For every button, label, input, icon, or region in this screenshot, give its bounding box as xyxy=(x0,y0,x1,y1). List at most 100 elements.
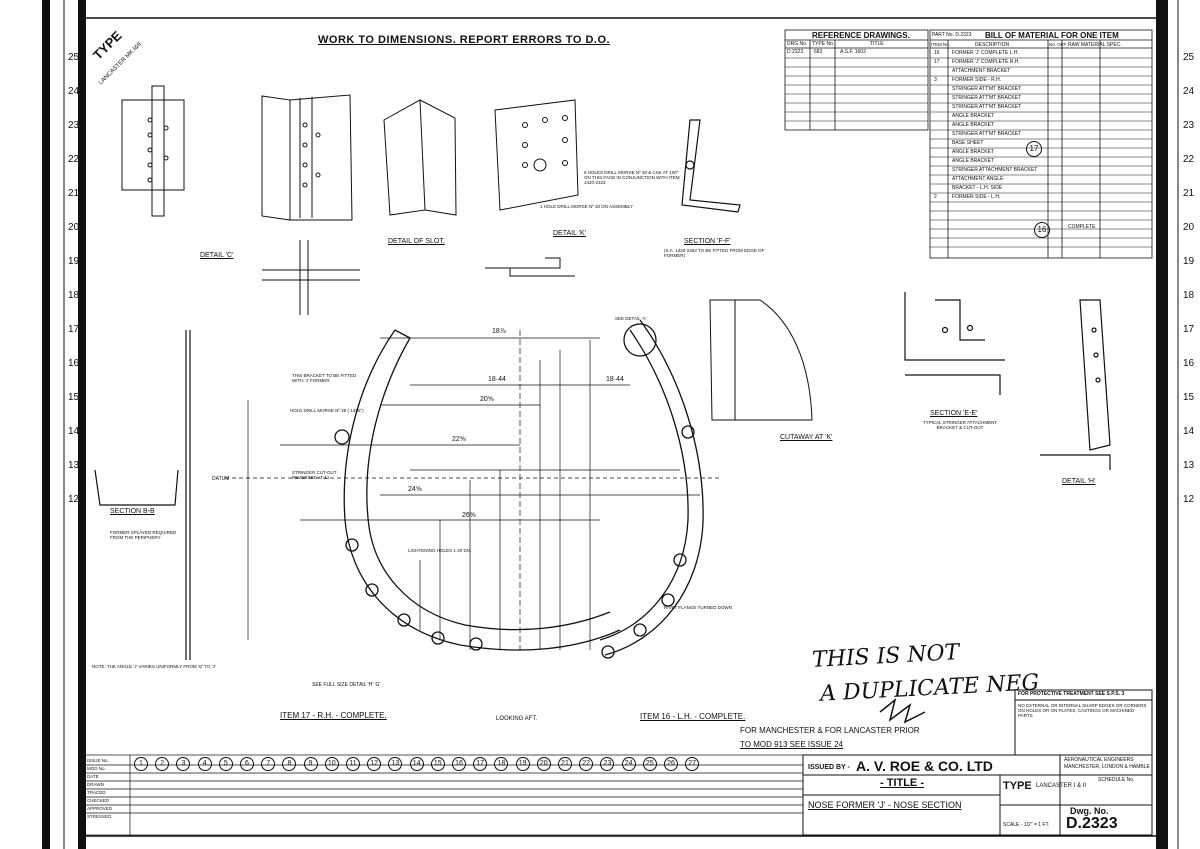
bom-complete: COMPLETE xyxy=(1068,224,1096,230)
ruler-right-number: 19 xyxy=(1183,256,1195,267)
ruler-left-number: 24 xyxy=(68,86,80,97)
detail-h-drawing xyxy=(1040,299,1111,470)
dimension-lines xyxy=(225,330,720,650)
ruler-left-number: 18 xyxy=(68,290,80,301)
issue-number-circle: 13 xyxy=(388,757,403,771)
bom-row-desc: ANGLE BRACKET xyxy=(952,122,994,128)
part-title: NOSE FORMER 'J' - NOSE SECTION xyxy=(808,800,962,810)
bom-col-no: No. OFF xyxy=(1049,42,1067,47)
dim-datum: DATUM xyxy=(212,476,230,482)
bom-row-desc: ATTACHMENT BRACKET xyxy=(952,68,1011,74)
ruler-left-number: 20 xyxy=(68,222,80,233)
ruler-left-number: 21 xyxy=(68,188,80,199)
label-section-ee-note: TYPICAL STRINGER ATTACHMENT BRACKET & CU… xyxy=(922,420,998,430)
issue-number-circle: 5 xyxy=(218,757,233,771)
label-detail-slot: DETAIL OF SLOT. xyxy=(388,238,445,245)
label-item-16: ITEM 16 - L.H. - COMPLETE. xyxy=(640,712,746,721)
bom-row-desc: STRINGER ATT'MT BRACKET xyxy=(952,86,1022,92)
ruler-left-number: 15 xyxy=(68,392,80,403)
note-holes-6: 6 HOLES DRILL MORSE Nº 30 & CSK AT 100° … xyxy=(584,170,680,185)
label-section-bb-note: FORMER SPLAYED REQUIRED FROM THE PERIPHE… xyxy=(110,530,177,540)
section-bb-drawing xyxy=(94,330,191,660)
header-instruction: WORK TO DIMENSIONS. REPORT ERRORS TO D.O… xyxy=(318,34,611,46)
ruler-right-number: 22 xyxy=(1183,154,1195,165)
bom-row-desc: STRINGER ATT'MT BRACKET xyxy=(952,95,1022,101)
issue-number-circle: 12 xyxy=(367,757,382,771)
ref-row1-title: A.S.F. 1602 xyxy=(840,49,866,55)
dim-24: 24⅝ xyxy=(408,486,422,493)
scale: SCALE - 1/2" = 1 FT. xyxy=(1003,822,1050,828)
issue-number-circle: 14 xyxy=(409,757,424,771)
ruler-right-number: 17 xyxy=(1183,324,1195,335)
label-looking-aft: LOOKING AFT. xyxy=(496,716,538,722)
bom-grid xyxy=(784,29,1153,259)
schedule-no: SCHEDULE No. xyxy=(1098,777,1135,783)
note-hole-drill: HOLE DRILL MORSE Nº 28 (·1405") xyxy=(290,408,364,413)
bom-col-desc: DESCRIPTION xyxy=(975,42,1010,48)
bom-row-desc: STRINGER ATT'MT BRACKET xyxy=(952,104,1022,110)
section-slot-views xyxy=(262,240,575,315)
issue-number-circle: 9 xyxy=(303,757,318,771)
bom-row-desc: ANGLE BRACKET xyxy=(952,113,994,119)
section-ee-drawing xyxy=(904,292,1005,395)
bom-row-desc: BRACKET - L.H. SIDE xyxy=(952,185,1003,191)
issue-table-grid xyxy=(84,754,804,836)
issue-number-circle: 27 xyxy=(685,757,700,771)
ruler-right-number: 20 xyxy=(1183,222,1195,233)
issue-number-circle: 25 xyxy=(642,757,657,771)
bom-row-desc: ATTACHMENT ANGLE xyxy=(952,176,1004,182)
issue-number-circle: 19 xyxy=(515,757,530,771)
ruler-left-number: 22 xyxy=(68,154,80,165)
dwg-number: D.2323 xyxy=(1066,815,1118,832)
company-sub-2: MANCHESTER, LONDON & HAMBLE xyxy=(1064,764,1150,770)
bom-row-item: 16 xyxy=(934,50,940,56)
ref-row1-type: 683 xyxy=(814,49,823,55)
issue-number-circle: 16 xyxy=(452,757,466,771)
note-lightening-holes: LIGHTENING HOLES 1·20 DIA xyxy=(408,548,472,553)
reference-drawings-title: REFERENCE DRAWINGS. xyxy=(812,31,910,40)
issue-row-label: DRAWN xyxy=(87,782,104,787)
ruler-right-number: 18 xyxy=(1183,290,1195,301)
ruler-left-number: 14 xyxy=(68,426,80,437)
section-ff-drawing xyxy=(681,119,741,213)
dim-22: 22⅝ xyxy=(452,436,466,443)
title-block-grid xyxy=(802,754,1153,836)
issue-number-circle: 24 xyxy=(621,757,636,771)
issue-number-circle: 6 xyxy=(240,757,254,771)
ref-col-title: TITLE xyxy=(870,41,884,47)
detail-c-drawing xyxy=(121,85,185,217)
ruler-right-number: 14 xyxy=(1183,426,1195,437)
ruler-right-number: 15 xyxy=(1183,392,1195,403)
ruler-left-number: 23 xyxy=(68,120,80,131)
ruler-left-number: 17 xyxy=(68,324,80,335)
detail-slot-drawing xyxy=(261,94,457,221)
ruler-right-number: 24 xyxy=(1183,86,1195,97)
bom-callout-17: 17 xyxy=(1026,141,1042,157)
bom-title: BILL OF MATERIAL FOR ONE ITEM xyxy=(985,31,1119,40)
label-item-17: ITEM 17 - R.H. - COMPLETE. xyxy=(280,711,387,720)
bom-row-item: 3 xyxy=(934,77,937,83)
bom-row-item: 17 xyxy=(934,59,940,65)
ruler-left-number: 13 xyxy=(68,460,80,471)
issue-number-circle: 17 xyxy=(473,757,488,771)
bom-col-item: ITEM No. xyxy=(931,42,951,47)
issue-number-circle: 11 xyxy=(346,757,360,771)
dwg-label: Dwg. No. xyxy=(1070,806,1109,816)
former-rh-drawing xyxy=(334,329,621,651)
label-section-ee: SECTION 'E-E' xyxy=(930,410,978,417)
ref-col-type: TYPE No. xyxy=(812,41,835,47)
label-detail-k: DETAIL 'K' xyxy=(553,230,587,237)
ruler-right-number: 16 xyxy=(1183,358,1195,369)
label-detail-h: DETAIL 'H' xyxy=(1062,478,1096,485)
bom-row-desc: FORMER 'J' COMPLETE L.H. xyxy=(952,50,1019,56)
issue-number-circle: 22 xyxy=(579,757,594,771)
issue-number-circle: 15 xyxy=(430,757,445,771)
bom-row-desc: FORMER SIDE - L.H. xyxy=(952,194,1001,200)
company-sub-1: AERONAUTICAL ENGINEERS xyxy=(1064,757,1134,763)
type-label-block: TYPE xyxy=(1003,780,1032,792)
ref-row1-drg: D.2323 xyxy=(787,49,804,55)
note-one-hole: 1 HOLE DRILL MORSE Nº 30 ON ASSEMBLY xyxy=(540,204,633,209)
issue-number-circle: 1 xyxy=(134,757,148,771)
dim-18: 18⅞ xyxy=(492,328,506,335)
dim-26: 26⅝ xyxy=(462,512,476,519)
